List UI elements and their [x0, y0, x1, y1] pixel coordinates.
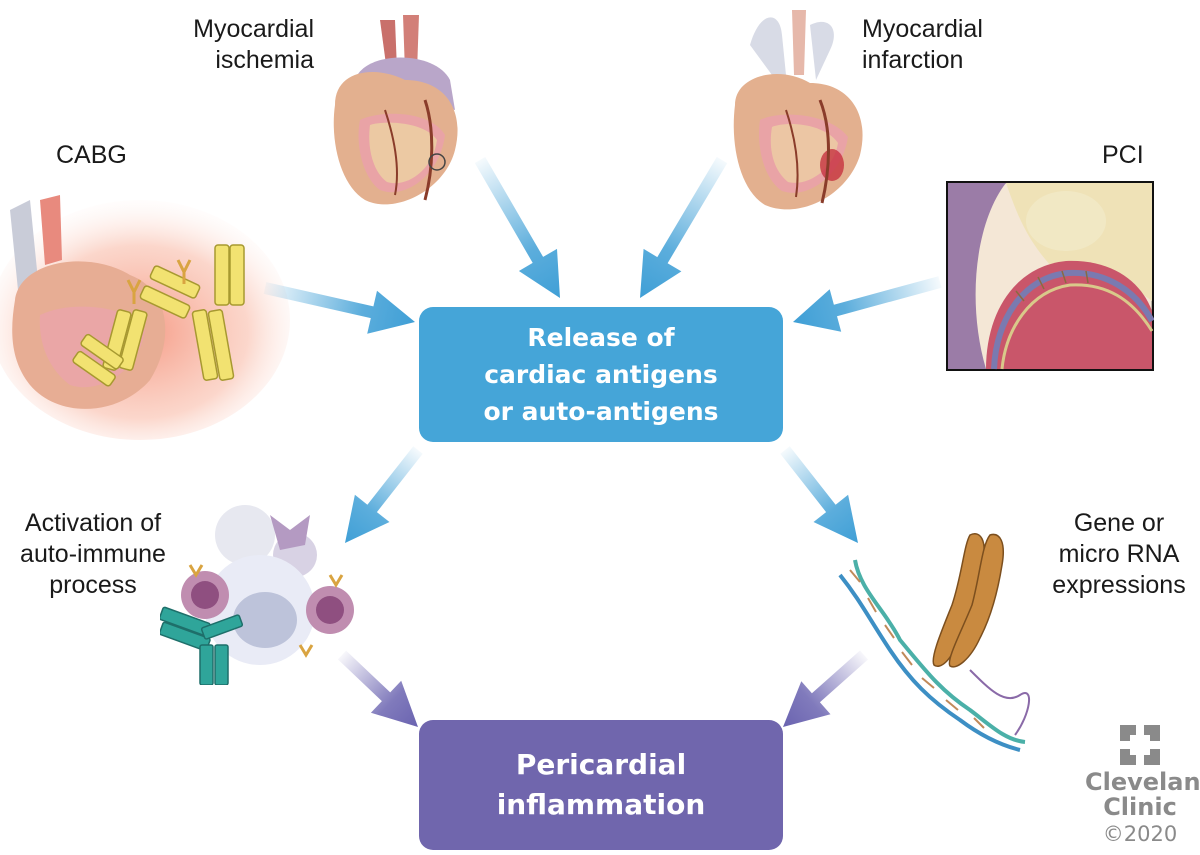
infarction-heart-illustration: [733, 10, 863, 210]
arrow-myocardial-ischemia-to-release: [474, 157, 560, 298]
pci-stent-illustration: [946, 181, 1154, 371]
label-gene-microrna: Gene or micro RNA expressions: [1052, 509, 1186, 599]
dna-chromosome-illustration: [838, 533, 1031, 752]
label-autoimmune-activation: Activation of auto-immune process: [20, 509, 166, 599]
label-cabg: CABG: [56, 141, 127, 169]
cleveland-clinic-logo-icon: [1120, 725, 1160, 765]
cleveland-clinic-logo-text: Cleveland Clinic: [1085, 768, 1200, 821]
pericardial-inflammation-box: Pericardial inflammation: [419, 720, 783, 850]
cabg-heart-illustration: [0, 195, 290, 440]
ischemia-heart-illustration: [333, 15, 458, 205]
label-pci: PCI: [1102, 141, 1144, 169]
label-myocardial-infarction: Myocardial infarction: [862, 15, 983, 74]
label-myocardial-ischemia: Myocardial ischemia: [193, 15, 314, 74]
arrow-myocardial-infarction-to-release: [640, 156, 728, 298]
immune-cells-illustration: [160, 505, 354, 685]
arrow-pci-to-release: [793, 276, 942, 332]
cleveland-clinic-logo: Cleveland Clinic ©2020: [1085, 725, 1200, 848]
release-antigens-box: Release of cardiac antigens or auto-anti…: [419, 307, 783, 442]
copyright-year: ©2020: [1102, 822, 1178, 846]
